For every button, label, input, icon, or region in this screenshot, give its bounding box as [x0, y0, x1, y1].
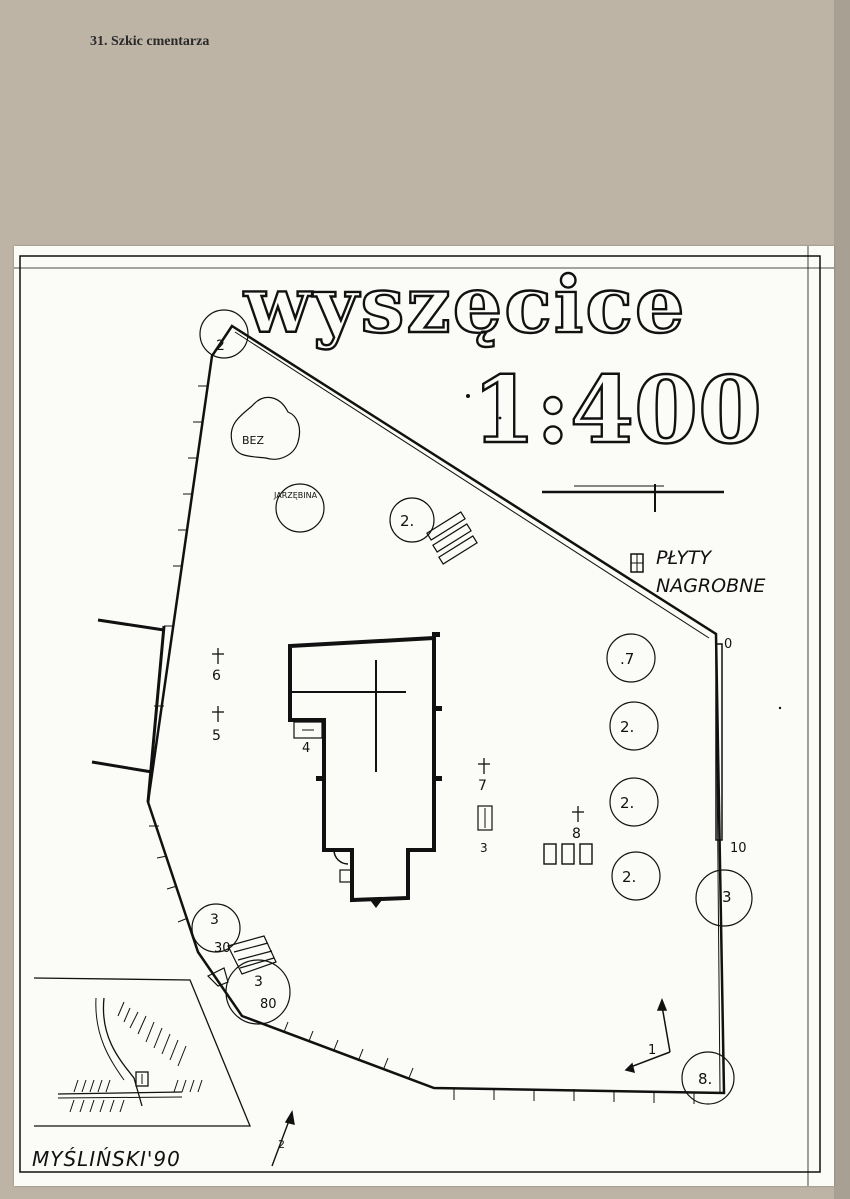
figure-caption: 31. Szkic cmentarza: [90, 34, 210, 49]
north-arrow-label-1: 1: [648, 1043, 656, 1058]
tree-circle-2a: [609, 701, 659, 751]
tree-circle-8: [681, 1051, 735, 1105]
west-slope-ticks: [149, 385, 208, 923]
fence-mark-0: 0: [724, 637, 732, 652]
legend-line1: PŁYTY: [656, 547, 713, 569]
cemetery-sketch-drawing: wyszęcice 1:400 PŁYTY NAGROBNE 0 10: [14, 246, 834, 1186]
north-arrow-1: [624, 997, 671, 1074]
tree-label-2-r1: 2.: [620, 718, 634, 736]
gate-steps: [206, 935, 277, 987]
tree-circle-jarzebina: [275, 483, 325, 533]
tree-circle-3-right: [695, 869, 753, 927]
sheet-frame: [19, 255, 821, 1173]
author-signature: MYŚLIŃSKI'90: [32, 1147, 181, 1171]
church-buttresses: [316, 632, 442, 908]
grave-box-4: [293, 721, 323, 739]
grave-label-6: 6: [212, 668, 221, 684]
south-slope-ticks: [283, 1021, 695, 1104]
church-cross-interior: [292, 660, 406, 772]
tree-circle-mid: [389, 497, 435, 543]
grave-label-8: 8: [572, 826, 581, 842]
ink-specks: [466, 394, 782, 710]
tree-label-3-gate: 3: [210, 912, 219, 928]
tree-label-jarzebina: JARZĘBINA: [273, 491, 318, 500]
lilac-bush: [230, 396, 301, 460]
east-wall-segment: [715, 643, 723, 841]
church: [288, 635, 436, 903]
west-wall-bottom-arm: [91, 760, 153, 774]
grave-label-7: 7: [478, 778, 487, 794]
tree-label-2-mid: 2.: [400, 512, 414, 530]
tree-label-2-top: 2: [216, 338, 225, 354]
legend-line2: NAGROBNE: [656, 575, 765, 597]
cemetery-sketch-sheet: wyszęcice 1:400 PŁYTY NAGROBNE 0 10: [14, 246, 834, 1186]
grave-slabs-8: [543, 843, 593, 865]
tree-circle-gate-right: [225, 959, 291, 1025]
tree-circle-7: [606, 633, 656, 683]
bush-label: BEZ: [242, 434, 264, 447]
tree-label-3-right: 3: [722, 888, 732, 906]
grave-label-3: 3: [480, 841, 488, 855]
porch-arc: [333, 849, 349, 865]
cemetery-boundary: [146, 324, 726, 1095]
tree-circle-gate-left: [191, 903, 241, 953]
porch-grave-icon: [339, 869, 353, 883]
tree-label-30-gate: 30: [214, 941, 231, 956]
page-edge-strip: [834, 0, 850, 1199]
grave-crosses: [212, 648, 584, 822]
north-arrow-label-2: 2: [278, 1138, 285, 1151]
boundary-inner-line: [234, 331, 710, 639]
map-scale: 1:400: [472, 356, 762, 464]
scale-bar: [542, 484, 724, 512]
grave-label-5: 5: [212, 728, 221, 744]
tree-circle-2c: [611, 851, 661, 901]
map-title: wyszęcice: [243, 260, 687, 351]
grave-slab-3: [477, 805, 493, 831]
north-arrow-2: [271, 1110, 295, 1167]
tree-circle-top: [199, 309, 249, 359]
fence-mark-10: 10: [730, 841, 747, 856]
tree-label-2-r2: 2.: [620, 794, 634, 812]
tree-label-80-gate: 80: [260, 997, 277, 1012]
tree-label-8: 8.: [698, 1070, 712, 1088]
tree-label-7: .7: [620, 650, 634, 668]
grave-label-4: 4: [302, 741, 310, 756]
tree-circle-2b: [609, 777, 659, 827]
legend: PŁYTY NAGROBNE: [630, 547, 765, 597]
west-wall-top-arm: [97, 618, 165, 632]
inset-church-icon: [135, 1071, 149, 1087]
grave-slabs-group: [426, 511, 478, 565]
location-inset-map: [33, 977, 251, 1127]
tree-label-2-r3: 2.: [622, 868, 636, 886]
tree-label-3-gate2: 3: [254, 974, 263, 990]
